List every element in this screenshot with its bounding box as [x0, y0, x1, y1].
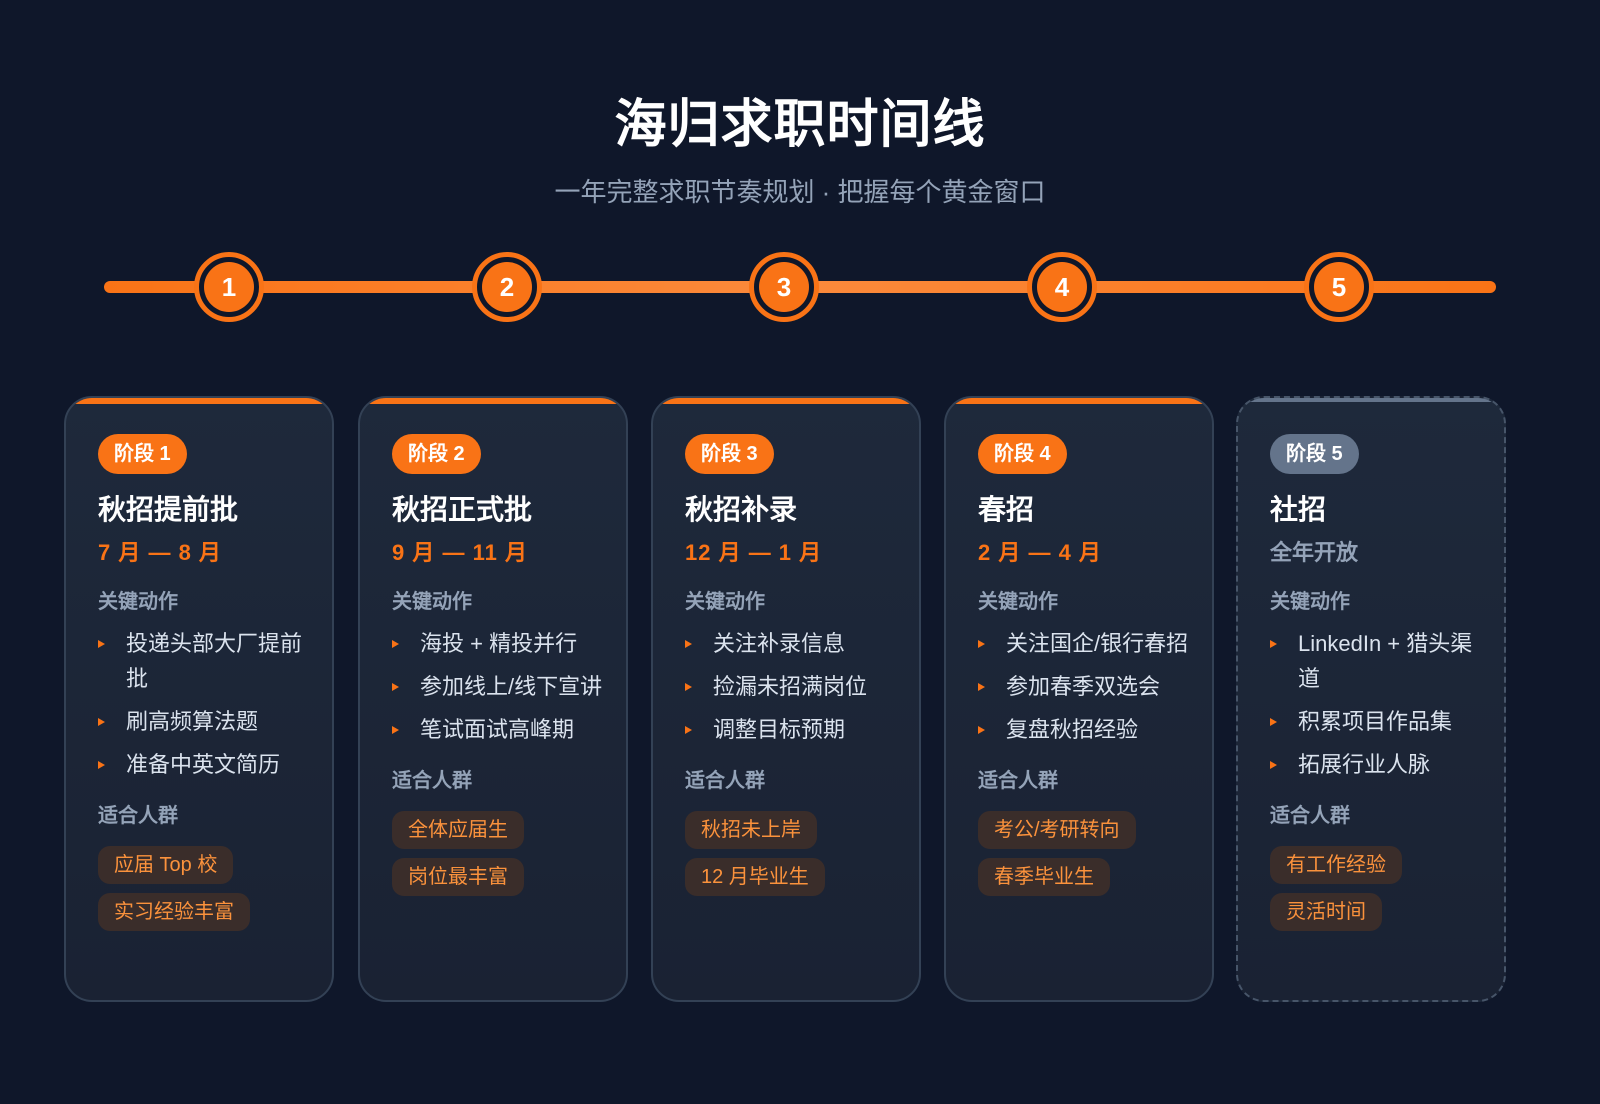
audience-tags: 有工作经验 灵活时间	[1270, 846, 1484, 931]
triangle-bullet-icon	[978, 726, 985, 734]
audience-heading: 适合人群	[98, 805, 178, 827]
action-item: 拓展行业人脉	[1270, 747, 1484, 782]
action-item: LinkedIn + 猎头渠道	[1270, 626, 1484, 696]
stage-title: 春招	[978, 494, 1035, 525]
timeline-node-number: 1	[204, 262, 254, 312]
stage-title: 秋招正式批	[392, 494, 533, 525]
actions-heading: 关键动作	[1270, 591, 1350, 613]
action-item: 参加线上/线下宣讲	[392, 669, 606, 704]
audience-tag: 应届 Top 校	[98, 846, 234, 884]
timeline-node-2: 2	[472, 252, 542, 322]
triangle-bullet-icon	[685, 640, 692, 648]
triangle-bullet-icon	[98, 640, 105, 648]
stage-title: 秋招提前批	[98, 494, 239, 525]
stage-card-4: 阶段 4 春招 2 月 — 4 月 关键动作 关注国企/银行春招 参加春季双选会…	[944, 396, 1214, 1002]
actions-list: 海投 + 精投并行 参加线上/线下宣讲 笔试面试高峰期	[392, 626, 606, 747]
action-item: 刷高频算法题	[98, 704, 312, 739]
audience-tag: 考公/考研转向	[978, 811, 1136, 849]
action-item: 投递头部大厂提前批	[98, 626, 312, 696]
audience-tag: 有工作经验	[1270, 846, 1402, 884]
audience-tags: 考公/考研转向 春季毕业生	[978, 811, 1192, 896]
page-subtitle: 一年完整求职节奏规划 · 把握每个黄金窗口	[554, 177, 1046, 207]
triangle-bullet-icon	[1270, 640, 1277, 648]
triangle-bullet-icon	[98, 718, 105, 726]
action-item: 关注补录信息	[685, 626, 899, 661]
timeline-node-4: 4	[1027, 252, 1097, 322]
action-item: 复盘秋招经验	[978, 712, 1192, 747]
timeline-node-number: 2	[482, 262, 532, 312]
stage-badge: 阶段 5	[1270, 434, 1359, 474]
stage-card-1: 阶段 1 秋招提前批 7 月 — 8 月 关键动作 投递头部大厂提前批 刷高频算…	[64, 396, 334, 1002]
stage-title: 秋招补录	[685, 494, 798, 525]
triangle-bullet-icon	[685, 683, 692, 691]
action-item: 调整目标预期	[685, 712, 899, 747]
stage-period: 9 月 — 11 月	[392, 540, 528, 565]
stage-period: 2 月 — 4 月	[978, 540, 1102, 565]
triangle-bullet-icon	[978, 683, 985, 691]
stage-title: 社招	[1270, 494, 1327, 525]
action-item: 积累项目作品集	[1270, 704, 1484, 739]
audience-tag: 春季毕业生	[978, 858, 1110, 896]
triangle-bullet-icon	[1270, 718, 1277, 726]
timeline-node-3: 3	[749, 252, 819, 322]
action-item: 准备中英文简历	[98, 747, 312, 782]
triangle-bullet-icon	[392, 640, 399, 648]
stage-card-2: 阶段 2 秋招正式批 9 月 — 11 月 关键动作 海投 + 精投并行 参加线…	[358, 396, 628, 1002]
audience-heading: 适合人群	[978, 770, 1058, 792]
stage-badge: 阶段 3	[685, 434, 774, 474]
triangle-bullet-icon	[98, 761, 105, 769]
audience-heading: 适合人群	[392, 770, 472, 792]
action-item: 笔试面试高峰期	[392, 712, 606, 747]
stage-card-3: 阶段 3 秋招补录 12 月 — 1 月 关键动作 关注补录信息 捡漏未招满岗位…	[651, 396, 921, 1002]
stage-period: 7 月 — 8 月	[98, 540, 222, 565]
stage-card-5: 阶段 5 社招 全年开放 关键动作 LinkedIn + 猎头渠道 积累项目作品…	[1236, 396, 1506, 1002]
audience-tag: 岗位最丰富	[392, 858, 524, 896]
timeline-node-5: 5	[1304, 252, 1374, 322]
audience-tag: 12 月毕业生	[685, 858, 825, 896]
action-item: 捡漏未招满岗位	[685, 669, 899, 704]
audience-heading: 适合人群	[1270, 805, 1350, 827]
action-item: 参加春季双选会	[978, 669, 1192, 704]
stage-badge: 阶段 2	[392, 434, 481, 474]
actions-list: 投递头部大厂提前批 刷高频算法题 准备中英文简历	[98, 626, 312, 782]
audience-tags: 应届 Top 校 实习经验丰富	[98, 846, 312, 931]
triangle-bullet-icon	[1270, 761, 1277, 769]
timeline-node-number: 5	[1314, 262, 1364, 312]
audience-tag: 灵活时间	[1270, 893, 1382, 931]
stage-period: 12 月 — 1 月	[685, 540, 823, 565]
timeline-node-1: 1	[194, 252, 264, 322]
actions-list: 关注补录信息 捡漏未招满岗位 调整目标预期	[685, 626, 899, 747]
stage-badge: 阶段 1	[98, 434, 187, 474]
page-title: 海归求职时间线	[614, 96, 986, 154]
triangle-bullet-icon	[392, 726, 399, 734]
stage-period: 全年开放	[1270, 540, 1359, 565]
actions-list: 关注国企/银行春招 参加春季双选会 复盘秋招经验	[978, 626, 1192, 747]
actions-heading: 关键动作	[392, 591, 472, 613]
actions-list: LinkedIn + 猎头渠道 积累项目作品集 拓展行业人脉	[1270, 626, 1484, 782]
audience-tags: 全体应届生 岗位最丰富	[392, 811, 606, 896]
stage-badge: 阶段 4	[978, 434, 1067, 474]
audience-heading: 适合人群	[685, 770, 765, 792]
audience-tag: 实习经验丰富	[98, 893, 250, 931]
timeline-node-number: 4	[1037, 262, 1087, 312]
triangle-bullet-icon	[978, 640, 985, 648]
timeline-node-number: 3	[759, 262, 809, 312]
audience-tags: 秋招未上岸 12 月毕业生	[685, 811, 899, 896]
actions-heading: 关键动作	[978, 591, 1058, 613]
actions-heading: 关键动作	[685, 591, 765, 613]
audience-tag: 秋招未上岸	[685, 811, 817, 849]
triangle-bullet-icon	[392, 683, 399, 691]
triangle-bullet-icon	[685, 726, 692, 734]
action-item: 关注国企/银行春招	[978, 626, 1192, 661]
actions-heading: 关键动作	[98, 591, 178, 613]
audience-tag: 全体应届生	[392, 811, 524, 849]
action-item: 海投 + 精投并行	[392, 626, 606, 661]
